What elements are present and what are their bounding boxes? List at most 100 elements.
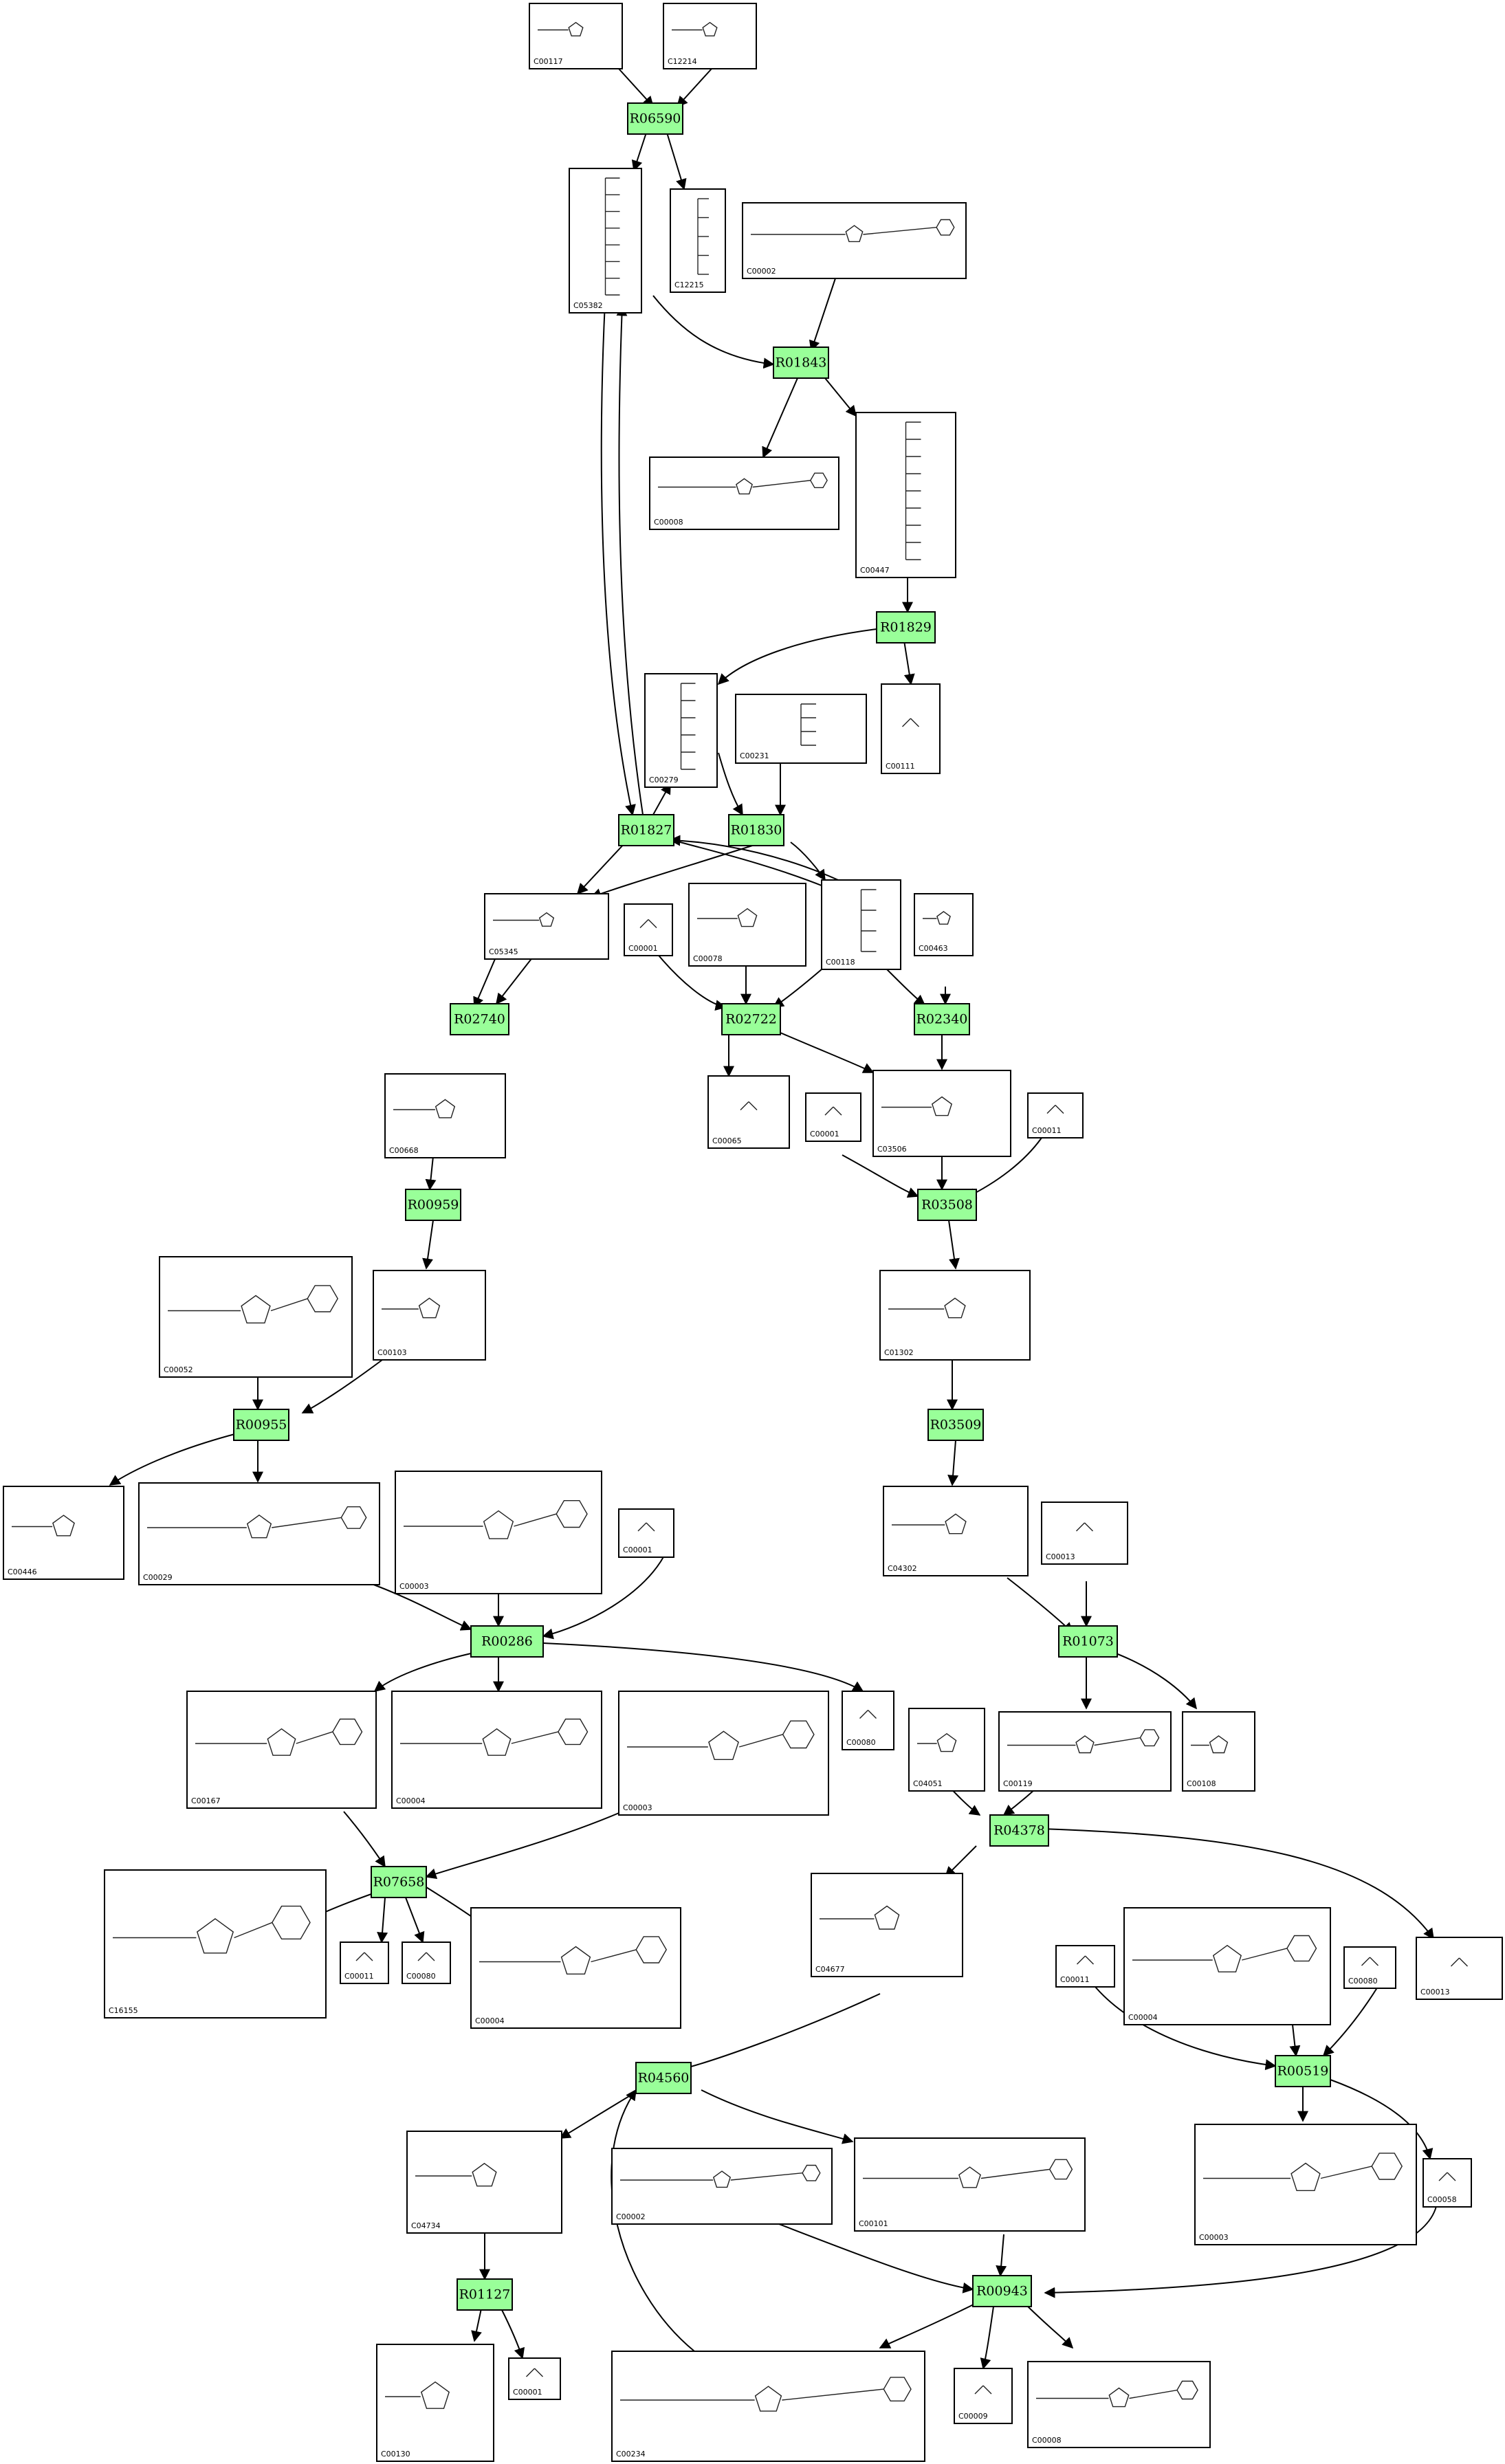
compound-box[interactable] [406,2131,562,2234]
compound-node[interactable]: C00130 [376,2344,494,2462]
compound-node[interactable]: C00101 [854,2137,1086,2232]
reaction-box[interactable] [618,814,674,846]
reaction-node[interactable]: R02722 [721,1003,781,1035]
compound-box[interactable] [159,1256,353,1378]
compound-node[interactable]: C00167 [186,1691,377,1809]
compound-node[interactable]: C00002 [611,2148,833,2225]
compound-node[interactable]: C04302 [883,1486,1029,1576]
compound-node[interactable]: C00004 [1123,1907,1331,2025]
reaction-node[interactable]: R01829 [876,611,936,644]
compound-box[interactable] [998,1711,1172,1792]
compound-box[interactable] [384,1073,506,1158]
compound-node[interactable]: C00080 [402,1942,451,1984]
compound-box[interactable] [624,903,673,956]
compound-box[interactable] [1343,1946,1396,1989]
compound-node[interactable]: C00001 [624,903,673,956]
compound-box[interactable] [1182,1711,1255,1792]
reaction-box[interactable] [371,1866,427,1898]
reaction-node[interactable]: R00955 [233,1409,289,1441]
compound-node[interactable]: C00003 [395,1471,602,1594]
compound-box[interactable] [373,1270,486,1361]
compound-box[interactable] [1416,1937,1503,2000]
compound-box[interactable] [854,2137,1086,2232]
reaction-node[interactable]: R00519 [1275,2055,1331,2087]
compound-box[interactable] [883,1486,1029,1576]
compound-node[interactable]: C00446 [3,1486,124,1580]
compound-box[interactable] [3,1486,124,1580]
reaction-box[interactable] [773,346,829,379]
compound-box[interactable] [1055,1945,1115,1988]
compound-node[interactable]: C05345 [484,893,609,960]
compound-box[interactable] [395,1471,602,1594]
compound-node[interactable]: C00080 [842,1691,894,1750]
compound-node[interactable]: C00008 [1027,2361,1211,2448]
compound-node[interactable]: C00029 [138,1482,380,1585]
compound-box[interactable] [340,1942,389,1984]
compound-box[interactable] [707,1075,790,1149]
reaction-node[interactable]: R04378 [989,1814,1049,1847]
reaction-node[interactable]: R00943 [972,2275,1032,2307]
compound-node[interactable]: C00231 [735,694,867,764]
compound-node[interactable]: C00003 [618,1691,829,1816]
compound-node[interactable]: C00004 [391,1691,602,1809]
compound-node[interactable]: C00052 [159,1256,353,1378]
compound-box[interactable] [688,883,806,967]
compound-node[interactable]: C12214 [663,3,757,69]
reaction-node[interactable]: R02340 [914,1003,970,1035]
reaction-node[interactable]: R03509 [927,1409,984,1441]
compound-node[interactable]: C04677 [811,1873,963,1977]
reaction-box[interactable] [405,1189,461,1221]
compound-box[interactable] [805,1092,861,1142]
compound-node[interactable]: C00111 [881,683,941,774]
compound-box[interactable] [879,1270,1031,1361]
reaction-node[interactable]: R06590 [627,102,683,135]
compound-box[interactable] [402,1942,451,1984]
reaction-box[interactable] [635,2062,692,2094]
compound-node[interactable]: C12215 [670,188,726,293]
reaction-box[interactable] [627,102,683,135]
compound-box[interactable] [649,456,839,530]
compound-box[interactable] [376,2344,494,2462]
reaction-box[interactable] [470,1625,544,1658]
compound-box[interactable] [881,683,941,774]
compound-node[interactable]: C04734 [406,2131,562,2234]
reaction-node[interactable]: R03508 [917,1189,977,1221]
reaction-box[interactable] [972,2275,1032,2307]
reaction-node[interactable]: R00286 [470,1625,544,1658]
reaction-node[interactable]: R00959 [405,1189,461,1221]
compound-node[interactable]: C00117 [529,3,623,69]
compound-box[interactable] [1123,1907,1331,2025]
compound-node[interactable]: C00080 [1343,1946,1396,1989]
compound-box[interactable] [1194,2124,1417,2245]
compound-box[interactable] [842,1691,894,1750]
compound-node[interactable]: C00119 [998,1711,1172,1792]
reaction-box[interactable] [917,1189,977,1221]
compound-box[interactable] [811,1873,963,1977]
compound-node[interactable]: C00009 [954,2368,1013,2424]
compound-node[interactable]: C00447 [855,412,956,578]
compound-node[interactable]: C00058 [1422,2158,1472,2208]
compound-node[interactable]: C00001 [508,2357,561,2400]
reaction-node[interactable]: R01073 [1058,1625,1118,1658]
compound-box[interactable] [138,1482,380,1585]
compound-node[interactable]: C00011 [1027,1092,1084,1138]
reaction-box[interactable] [721,1003,781,1035]
compound-node[interactable]: C04051 [908,1708,985,1792]
reaction-box[interactable] [450,1003,509,1035]
compound-node[interactable]: C00001 [805,1092,861,1142]
compound-node[interactable]: C01302 [879,1270,1031,1361]
compound-box[interactable] [914,893,974,956]
compound-node[interactable]: C00108 [1182,1711,1255,1792]
reaction-box[interactable] [914,1003,970,1035]
compound-node[interactable]: C00002 [742,202,967,279]
reaction-box[interactable] [927,1409,984,1441]
reaction-node[interactable]: R01827 [618,814,674,846]
reaction-box[interactable] [876,611,936,644]
reaction-node[interactable]: R01843 [773,346,829,379]
compound-node[interactable]: C00279 [644,673,718,788]
compound-node[interactable]: C00234 [611,2351,925,2462]
reaction-box[interactable] [1058,1625,1118,1658]
compound-box[interactable] [872,1070,1011,1157]
compound-box[interactable] [1027,1092,1084,1138]
compound-box[interactable] [508,2357,561,2400]
